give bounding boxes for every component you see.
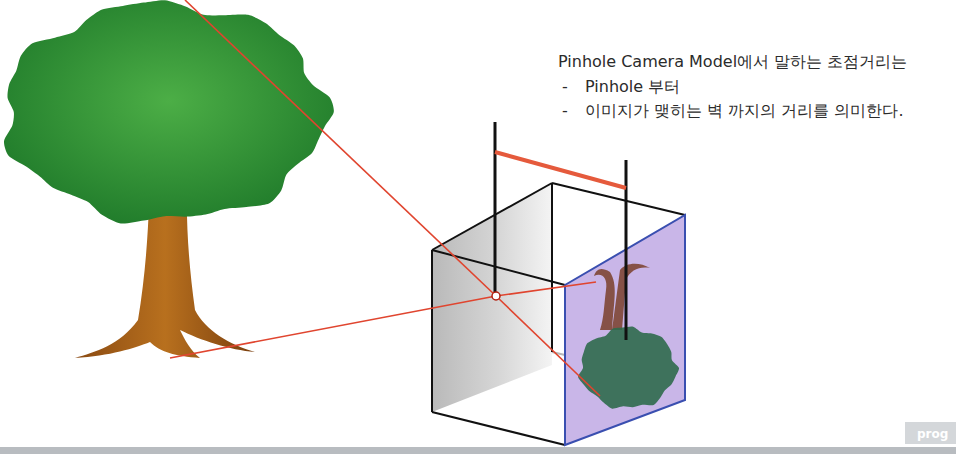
focal-length-bar xyxy=(495,152,626,188)
camera-edges xyxy=(432,183,685,445)
light-rays xyxy=(170,0,600,396)
bottom-bar xyxy=(0,447,956,454)
pinhole-pole xyxy=(494,122,497,296)
image-canopy xyxy=(578,327,679,409)
text: - xyxy=(562,77,568,96)
watermark: prog xyxy=(917,424,948,444)
note-text: 이미지가 맺히는 벽 까지의 거리를 의미한다. xyxy=(585,101,904,121)
watermark-ground xyxy=(905,422,956,444)
text: 이미지가 맺히는 벽 까지의 거리를 의미한다. xyxy=(585,101,904,120)
text: Pinhole Camera Model에서 말하는 초점거리는 xyxy=(558,52,907,71)
note-text: Pinhole Camera Model에서 말하는 초점거리는 xyxy=(558,52,907,72)
text: prog xyxy=(917,427,948,441)
camera-front-face xyxy=(432,183,552,412)
text: Pinhole 부터 xyxy=(585,77,680,96)
bullet: - xyxy=(562,77,568,97)
bullet: - xyxy=(562,101,568,121)
tree-canopy xyxy=(4,0,334,223)
pinhole xyxy=(492,292,500,300)
note-text: Pinhole 부터 xyxy=(585,77,680,97)
image-trunk xyxy=(594,264,650,330)
text: - xyxy=(562,101,568,120)
